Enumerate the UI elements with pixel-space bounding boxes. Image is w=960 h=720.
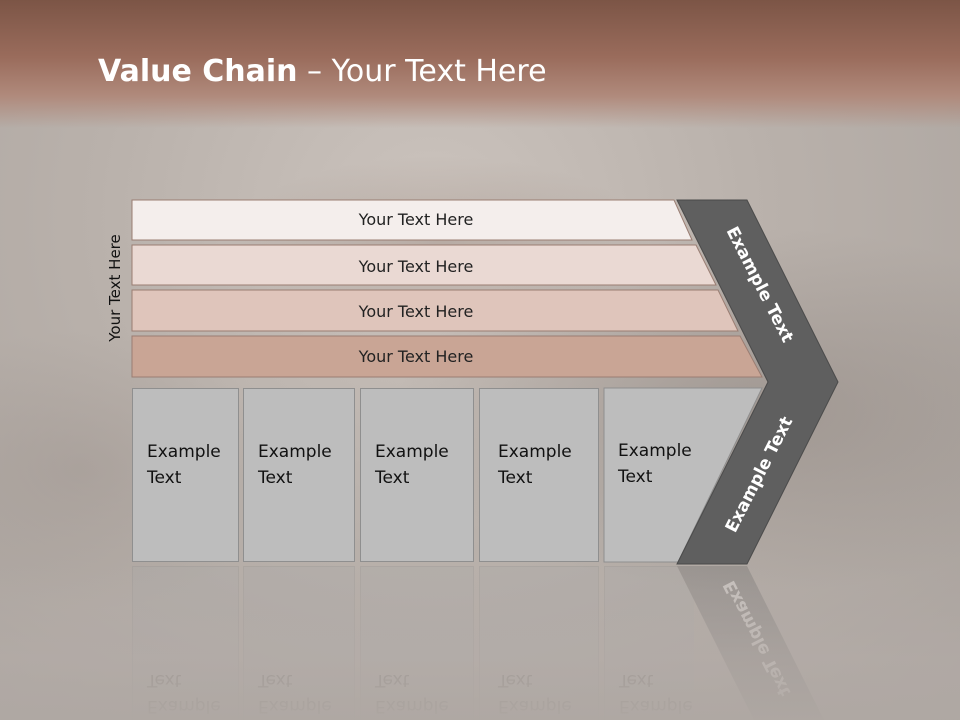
column-5-line2: Text [618,467,653,487]
bar-4 [131,335,763,378]
bar-2 [131,244,717,286]
bar-3 [131,289,739,332]
header-band [0,0,960,128]
reflection-fade [0,566,960,720]
column-1-line1: Example [147,442,221,462]
column-4: Example Text [479,388,599,562]
column-4-text: Example Text [498,439,572,491]
column-1: Example Text [132,388,239,562]
column-2-text: Example Text [258,439,332,491]
column-4-line2: Text [498,468,533,488]
bar-1 [131,199,693,241]
bar-2-label: Your Text Here [358,257,474,276]
chevron-arrow [676,199,839,565]
column-2-line2: Text [258,468,293,488]
column-4-line1: Example [498,442,572,462]
bar-4-label: Your Text Here [358,347,474,366]
column-2: Example Text [243,388,355,562]
title-rest: – Your Text Here [297,54,547,89]
column-3-text: Example Text [375,439,449,491]
column-1-text: Example Text [147,439,221,491]
title-bold: Value Chain [98,54,298,89]
column-3-line1: Example [375,442,449,462]
slide-title: Value Chain – Your Text Here [98,54,547,89]
column-3: Example Text [360,388,474,562]
bar-1-label: Your Text Here [358,210,474,229]
column-5-text: Example Text [618,438,692,490]
column-2-line1: Example [258,442,332,462]
bar-3-label: Your Text Here [358,302,474,321]
column-5-line1: Example [618,441,692,461]
column-3-line2: Text [375,468,410,488]
column-1-line2: Text [147,468,182,488]
